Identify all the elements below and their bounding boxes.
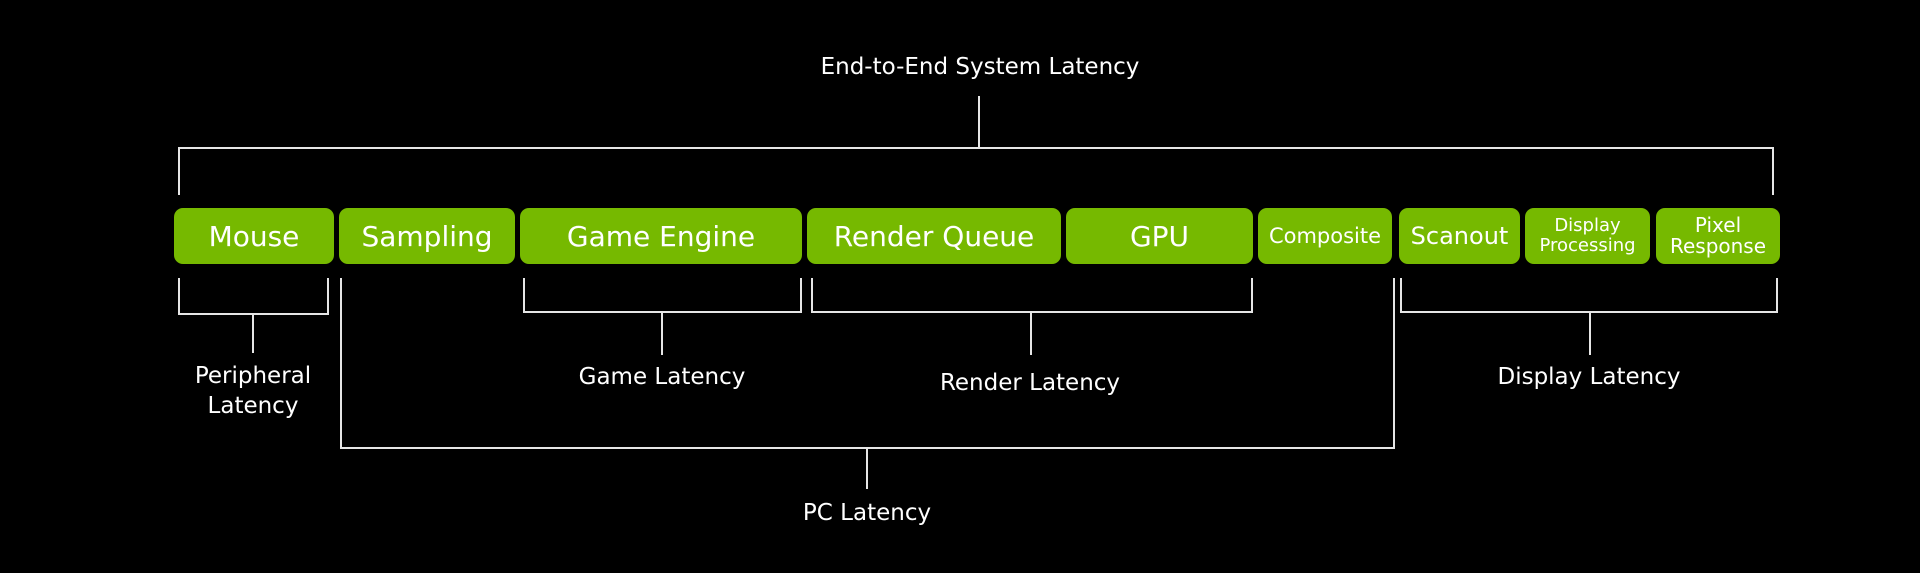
stage-pixel-response: Pixel Response bbox=[1656, 208, 1780, 264]
display-latency-label: Display Latency bbox=[1497, 364, 1681, 390]
display-stem bbox=[1589, 313, 1591, 355]
stage-render-queue: Render Queue bbox=[807, 208, 1061, 264]
display-bracket bbox=[1400, 278, 1778, 313]
end-to-end-stem bbox=[978, 96, 980, 148]
end-to-end-bracket bbox=[178, 147, 1774, 195]
game-stem bbox=[661, 313, 663, 355]
stage-mouse: Mouse bbox=[174, 208, 334, 264]
game-bracket bbox=[523, 278, 802, 313]
game-latency-label: Game Latency bbox=[578, 364, 746, 390]
stage-pixel-response-line2: Response bbox=[1669, 234, 1767, 258]
end-to-end-latency-label: End-to-End System Latency bbox=[820, 54, 1140, 80]
stage-pixel-response-line1: Pixel bbox=[1694, 213, 1742, 237]
pc-latency-label: PC Latency bbox=[802, 500, 932, 526]
stage-scanout: Scanout bbox=[1399, 208, 1520, 264]
peripheral-stem bbox=[252, 315, 254, 353]
stage-game-engine: Game Engine bbox=[520, 208, 802, 264]
pc-stem bbox=[866, 449, 868, 489]
stage-sampling: Sampling bbox=[339, 208, 515, 264]
render-latency-label: Render Latency bbox=[939, 370, 1121, 396]
stage-display-processing: Display Processing bbox=[1525, 208, 1650, 264]
peripheral-latency-label: Peripheral Latency bbox=[153, 361, 353, 421]
render-stem bbox=[1030, 313, 1032, 355]
stage-display-processing-line1: Display bbox=[1554, 215, 1621, 236]
peripheral-latency-line1: Peripheral bbox=[194, 363, 312, 389]
stage-display-processing-line2: Processing bbox=[1539, 235, 1636, 256]
render-bracket bbox=[811, 278, 1253, 313]
pc-bracket bbox=[340, 278, 1395, 449]
peripheral-latency-line2: Latency bbox=[207, 393, 299, 419]
stage-gpu: GPU bbox=[1066, 208, 1253, 264]
stage-composite: Composite bbox=[1258, 208, 1392, 264]
peripheral-bracket bbox=[178, 278, 329, 315]
